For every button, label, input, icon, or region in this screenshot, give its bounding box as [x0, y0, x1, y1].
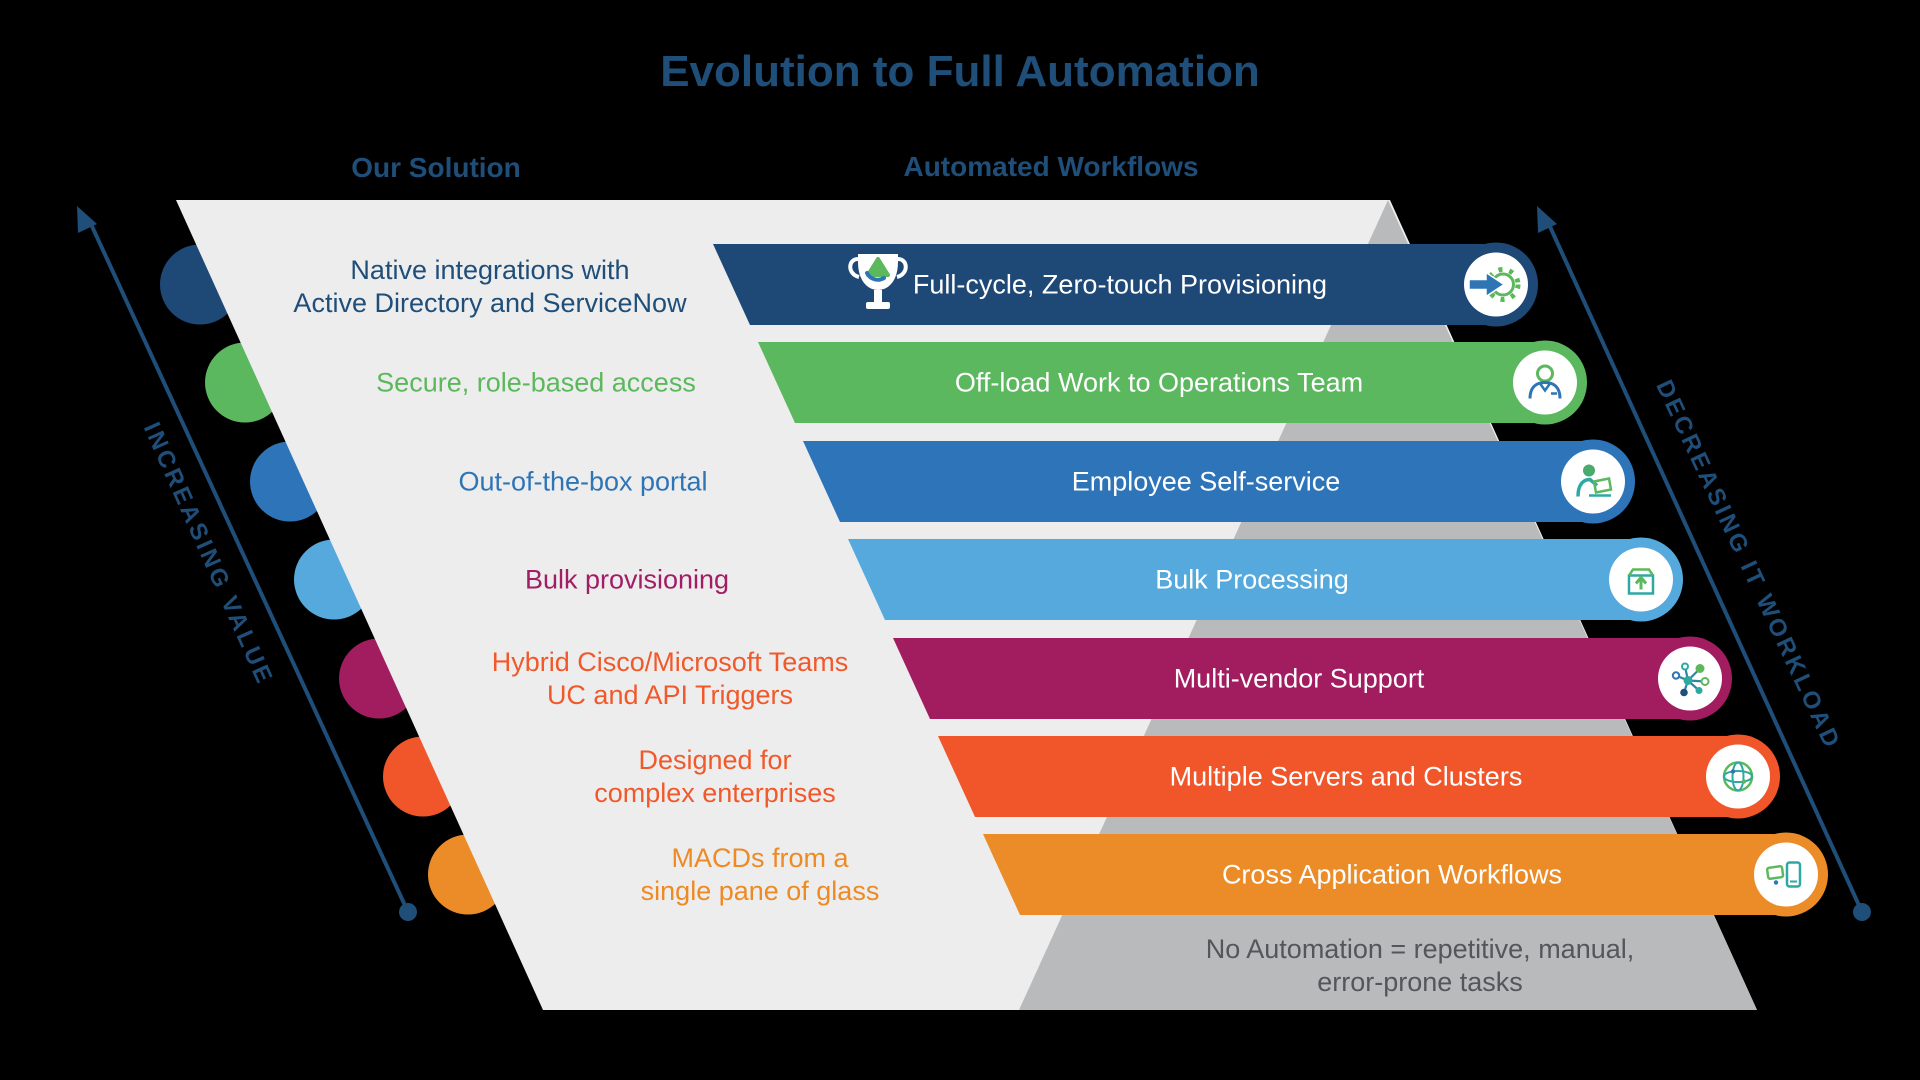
- workflow-bar-6: [938, 734, 1780, 819]
- solution-label-1: Native integrations with Active Director…: [293, 255, 687, 318]
- solution-label-4: Bulk provisioning: [524, 564, 730, 595]
- arrow-dot-right: [1853, 903, 1871, 921]
- workflow-label-1: Full-cycle, Zero-touch Provisioning: [912, 269, 1328, 300]
- no-automation-label: No Automation = repetitive, manual, erro…: [1205, 934, 1635, 997]
- workflow-bar-3: [803, 439, 1635, 524]
- bar-body-2: [758, 342, 1545, 423]
- workflow-label-5: Multi-vendor Support: [1173, 663, 1425, 694]
- workflow-bar-2: [758, 340, 1587, 425]
- trophy-icon: [848, 254, 908, 309]
- self-service-person-icon: [1576, 464, 1613, 497]
- solution-label-7: MACDs from a single pane of glass: [640, 843, 880, 906]
- workflow-bar-7: [983, 832, 1828, 917]
- bar-body-5: [893, 638, 1690, 719]
- network-nodes-icon: [1671, 662, 1710, 697]
- increasing-value-arrow: [77, 206, 417, 921]
- solution-label-6: Designed for complex enterprises: [594, 745, 836, 808]
- arrowhead-up-left: [77, 206, 97, 233]
- bar-icon-circle-6: [1706, 744, 1770, 809]
- gear-arrow-icon: [1468, 267, 1521, 302]
- decreasing-workload-arrow: [1537, 206, 1871, 921]
- workflow-label-3: Employee Self-service: [1071, 466, 1341, 497]
- arrow-dot-left: [399, 903, 417, 921]
- workflow-label-4: Bulk Processing: [1155, 564, 1349, 595]
- automated-workflows-header: Automated Workflows: [903, 150, 1199, 182]
- bar-body-6: [938, 736, 1738, 817]
- workflow-bar-5: [893, 636, 1732, 721]
- operations-person-icon: [1528, 364, 1562, 399]
- bulk-box-icon: [1627, 568, 1655, 595]
- page-title: Evolution to Full Automation: [660, 47, 1260, 97]
- solution-label-3: Out-of-the-box portal: [458, 466, 708, 497]
- arrowhead-up-right: [1537, 206, 1557, 233]
- globe-cluster-icon: [1722, 761, 1754, 792]
- workflow-label-6: Multiple Servers and Clusters: [1169, 761, 1523, 792]
- solution-label-2: Secure, role-based access: [376, 367, 696, 398]
- bar-body-1: [713, 244, 1496, 325]
- devices-icon: [1765, 861, 1802, 888]
- workflow-label-2: Off-load Work to Operations Team: [954, 367, 1364, 398]
- workflow-label-7: Cross Application Workflows: [1221, 859, 1563, 890]
- bar-body-3: [803, 441, 1593, 522]
- solution-label-5: Hybrid Cisco/Microsoft Teams UC and API …: [491, 647, 849, 710]
- bar-body-4: [848, 539, 1641, 620]
- bar-body-7: [983, 834, 1786, 915]
- workflow-bar-1: [713, 242, 1538, 327]
- our-solution-header: Our Solution: [351, 151, 521, 183]
- workflow-bar-4: [848, 537, 1683, 622]
